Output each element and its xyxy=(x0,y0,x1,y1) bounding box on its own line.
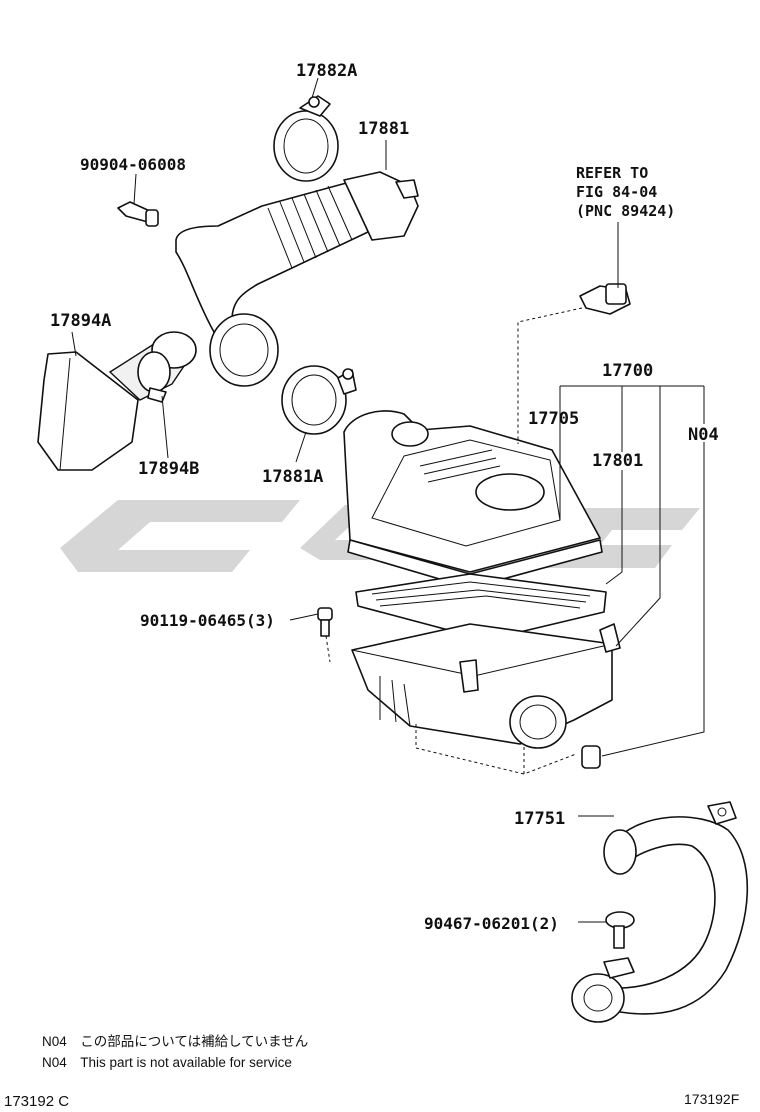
label-90467-06201: 90467-06201(2) xyxy=(424,914,559,933)
footnote-jp: N04 この部品については補給していません xyxy=(42,1034,308,1049)
footer-right-code: 173192F xyxy=(684,1091,739,1107)
label-N04: N04 xyxy=(688,425,719,445)
label-17700: 17700 xyxy=(602,361,653,381)
leader-lines xyxy=(71,77,705,923)
dashed-guides xyxy=(325,307,583,775)
label-17705: 17705 xyxy=(528,409,579,429)
filter-element-17801[interactable] xyxy=(355,573,607,641)
label-17881: 17881 xyxy=(358,119,409,139)
label-17881A: 17881A xyxy=(262,467,323,487)
air-cleaner-case[interactable] xyxy=(351,623,621,749)
air-cleaner-cap-17705[interactable] xyxy=(343,410,603,589)
footnote-en: N04 This part is not available for servi… xyxy=(42,1055,292,1070)
label-17751: 17751 xyxy=(514,809,565,829)
ref-line-1: REFER TO xyxy=(576,164,648,182)
ref-line-3: (PNC 89424) xyxy=(576,202,675,220)
ref-line-2: FIG 84-04 xyxy=(576,183,657,201)
label-90904-06008: 90904-06008 xyxy=(80,155,186,174)
hose-17751[interactable] xyxy=(571,801,749,1023)
clamp-17881A[interactable] xyxy=(281,365,357,435)
label-90119-06465: 90119-06465(3) xyxy=(140,611,275,630)
label-17894B: 17894B xyxy=(138,459,199,479)
clamp-17894B[interactable] xyxy=(137,351,171,403)
screw-90119-06465[interactable] xyxy=(317,607,333,637)
resonator-17894A[interactable] xyxy=(37,331,197,471)
grommet-N04[interactable] xyxy=(581,745,601,769)
label-17894A: 17894A xyxy=(50,311,111,331)
bolt-90904-06008[interactable] xyxy=(117,201,159,227)
sensor-ref-89424[interactable] xyxy=(579,283,631,315)
footer-left-code: 173192 C xyxy=(4,1093,69,1110)
intake-hose-17881[interactable] xyxy=(175,171,419,387)
label-17801: 17801 xyxy=(592,451,643,471)
clamp-17882A[interactable] xyxy=(273,95,339,182)
label-17882A: 17882A xyxy=(296,61,357,81)
clip-90467-06201[interactable] xyxy=(605,911,635,949)
